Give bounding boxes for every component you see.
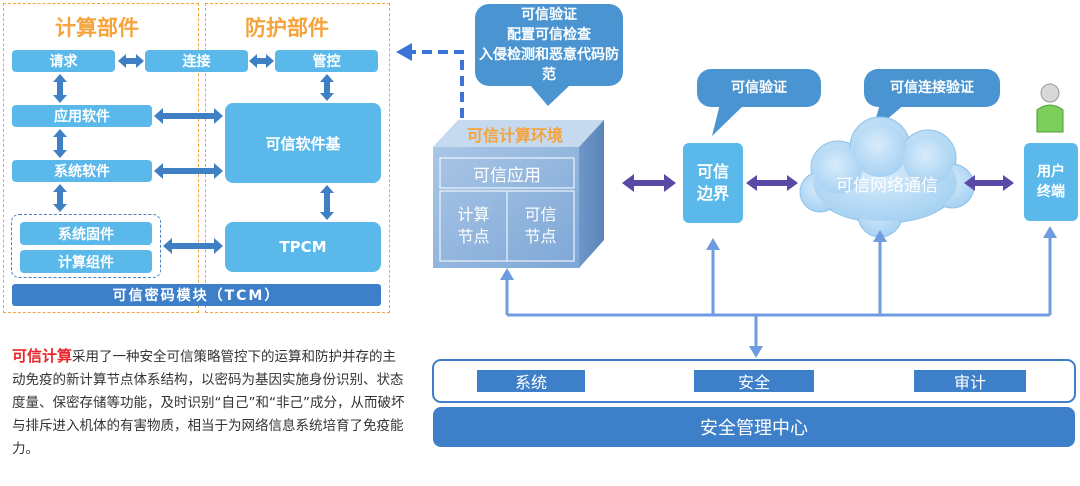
description-text: 采用了一种安全可信策略管控下的运算和防护并存的主动免疫的新计算节点体系结构，以密… (12, 349, 405, 457)
network-label: 可信网络通信 (836, 175, 938, 196)
arrow-request-app (53, 74, 67, 103)
arrow-firmware-tpcm (163, 238, 223, 254)
arrow-sys-firmware (53, 184, 67, 212)
trusted-node-label: 可信 节点 (507, 191, 574, 261)
user-terminal-line-2: 终端 (1037, 184, 1065, 200)
env-title: 可信计算环境 (467, 126, 564, 145)
trusted-env-cube (433, 120, 604, 268)
compute-node-line-1: 计算 (457, 205, 490, 224)
mgmt-arrowheads (500, 226, 1057, 358)
mgmt-connectors (505, 236, 1052, 350)
tpcm-box: TPCM (225, 222, 381, 272)
user-figure-icon (1036, 83, 1064, 133)
callout-main-tail (530, 85, 570, 106)
arrow-base-tpcm (320, 185, 334, 220)
protect-panel (205, 3, 390, 313)
compute-title: 计算部件 (55, 16, 139, 40)
tcm-bar: 可信密码模块（TCM） (12, 284, 381, 306)
arrow-cube-boundary (622, 174, 676, 192)
description-highlight: 可信计算 (12, 347, 73, 365)
callout-main: 可信验证 配置可信检查 入侵检测和恶意代码防范 (475, 4, 623, 86)
arrow-manage-base (320, 74, 334, 101)
trusted-node-line-2: 节点 (524, 227, 557, 246)
protect-title: 防护部件 (245, 16, 329, 40)
arrow-request-connect (118, 54, 144, 68)
arrow-app-base (154, 108, 223, 124)
trusted-app-label: 可信应用 (473, 165, 541, 186)
callout-main-line-1: 可信验证 (521, 7, 577, 23)
compute-panel (3, 3, 199, 313)
arrow-app-sys (53, 129, 67, 158)
arrow-sys-base (154, 163, 223, 179)
user-terminal-line-1: 用户 (1037, 164, 1065, 180)
connection-arrows (622, 174, 1014, 192)
mgmt-audit-button[interactable]: 审计 (914, 370, 1026, 392)
firmware-box: 系统固件 (20, 222, 152, 245)
app-software-box: 应用软件 (12, 105, 152, 127)
callout-main-line-3: 入侵检测和恶意代码防范 (479, 47, 619, 83)
sys-software-box: 系统软件 (12, 160, 152, 182)
compute-node-line-2: 节点 (457, 227, 490, 246)
boundary-line-1: 可信 (696, 162, 729, 181)
request-box: 请求 (12, 50, 115, 72)
mgmt-security-button[interactable]: 安全 (694, 370, 814, 392)
compute-node-label: 计算 节点 (440, 191, 507, 261)
callout-verify: 可信验证 (697, 69, 821, 107)
description: 可信计算采用了一种安全可信策略管控下的运算和防护并存的主动免疫的新计算节点体系结… (12, 345, 408, 461)
connect-box: 连接 (145, 50, 248, 72)
manage-box: 管控 (275, 50, 378, 72)
trusted-node-line-1: 可信 (524, 205, 557, 224)
trusted-software-base-box: 可信软件基 (225, 103, 381, 183)
arrow-cloud-terminal (964, 175, 1014, 191)
firmware-group (11, 214, 161, 278)
callout-verify-tail (712, 104, 745, 136)
user-terminal-box: 用户 终端 (1024, 143, 1078, 221)
arrow-connect-manage (249, 54, 274, 68)
components-box: 计算组件 (20, 250, 152, 273)
mgmt-system-button[interactable]: 系统 (477, 370, 585, 392)
left-arrows (53, 54, 334, 254)
boundary-line-2: 边界 (696, 184, 729, 203)
callout-main-line-2: 配置可信检查 (507, 27, 591, 43)
arrow-boundary-cloud (746, 175, 798, 191)
dashed-arrow (396, 43, 464, 118)
trusted-boundary-box: 可信 边界 (683, 143, 743, 223)
callout-connect: 可信连接验证 (864, 69, 1000, 107)
mgmt-center-bar: 安全管理中心 (433, 407, 1075, 447)
